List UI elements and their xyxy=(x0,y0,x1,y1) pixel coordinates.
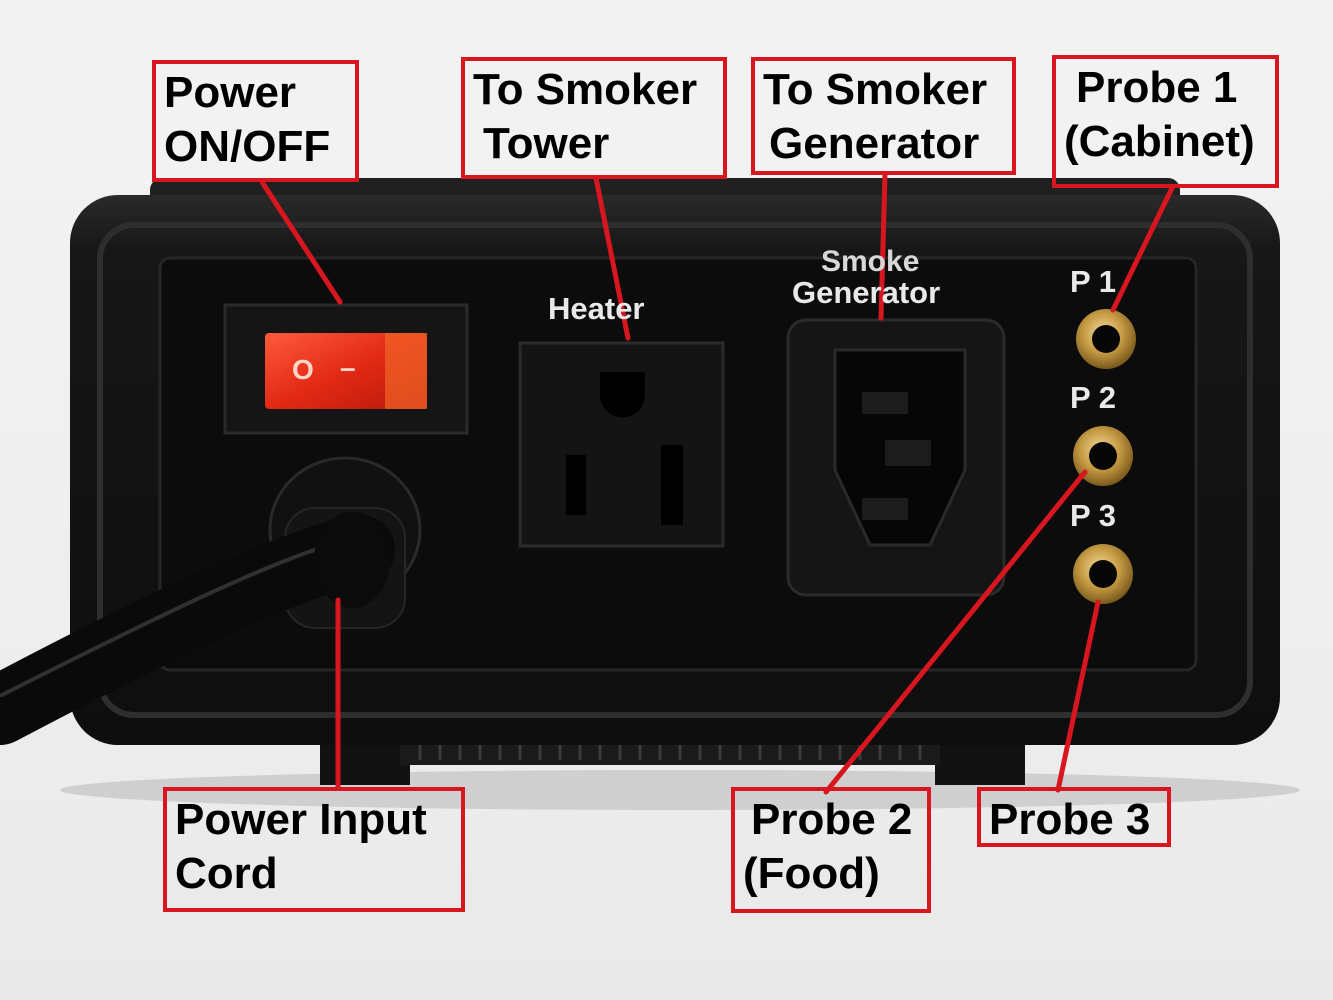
callout-smoker-generator: To Smoker Generator xyxy=(751,57,1016,175)
callout-line: Power xyxy=(164,68,297,117)
probe-jack-3 xyxy=(1073,544,1133,604)
callout-line: Cord xyxy=(175,849,278,898)
switch-on-glyph: – xyxy=(340,352,356,383)
smoke-label-line1: Smoke xyxy=(821,245,920,278)
callout-line: ON/OFF xyxy=(164,122,331,171)
heater-label: Heater xyxy=(548,291,645,326)
smoke-label-line2: Generator xyxy=(792,275,941,310)
callout-power-switch: Power ON/OFF xyxy=(152,60,359,182)
probe-jack-2 xyxy=(1073,426,1133,486)
callout-line: Probe 3 xyxy=(989,795,1151,844)
switch-off-glyph: O xyxy=(292,354,314,385)
p2-label: P 2 xyxy=(1070,380,1116,415)
callout-line: (Cabinet) xyxy=(1064,117,1255,166)
callout-line: To Smoker xyxy=(473,65,698,114)
callout-line: Probe 1 xyxy=(1076,63,1238,112)
p1-label: P 1 xyxy=(1070,264,1116,299)
power-switch-glyphs: O – xyxy=(292,352,372,390)
power-switch xyxy=(223,303,469,435)
leader-lines xyxy=(259,171,1175,795)
callout-line: Power Input xyxy=(175,795,427,844)
callout-line: Tower xyxy=(483,119,610,168)
callout-probe2: Probe 2 (Food) xyxy=(731,787,931,913)
power-cord xyxy=(0,456,422,745)
callout-probe3: Probe 3 xyxy=(977,787,1171,847)
callout-smoker-tower: To Smoker Tower xyxy=(461,57,727,179)
p3-label: P 3 xyxy=(1070,498,1116,533)
callout-probe1: Probe 1 (Cabinet) xyxy=(1052,55,1279,188)
callout-power-cord: Power Input Cord xyxy=(163,787,465,912)
callout-line: (Food) xyxy=(743,849,880,898)
callout-line: To Smoker xyxy=(763,65,988,114)
heater-outlet xyxy=(518,341,725,548)
probe-jack-1 xyxy=(1076,309,1136,369)
callout-line: Probe 2 xyxy=(751,795,913,844)
smoke-generator-socket xyxy=(786,318,1006,597)
callout-line: Generator xyxy=(769,119,980,168)
